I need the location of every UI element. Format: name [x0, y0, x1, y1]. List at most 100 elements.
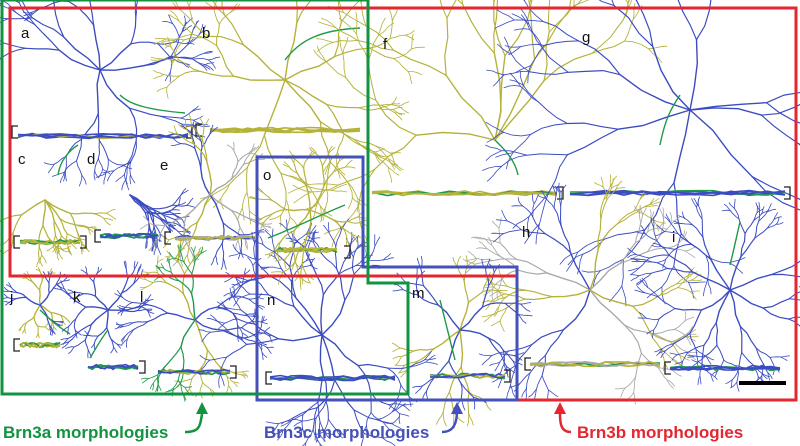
dendrite-branch: [673, 109, 691, 184]
dendrite-branch: [491, 289, 494, 301]
brn3c-arrowhead: [451, 402, 463, 414]
dendrite-branch: [642, 207, 647, 216]
dendrite-branch: [635, 254, 650, 259]
dendrite-branch: [130, 139, 137, 161]
dendrite-branch: [248, 217, 262, 225]
dendrite-branch: [102, 168, 111, 175]
dendrite-branch: [535, 375, 543, 390]
dendrite-branch: [366, 412, 372, 427]
dendrite-branch: [39, 254, 43, 264]
dendrite-branch: [153, 38, 167, 45]
dendrite-branch: [366, 425, 370, 435]
dendrite-branch: [761, 206, 765, 215]
dendrite-branch: [148, 240, 157, 252]
dendrite-branch: [160, 115, 182, 119]
dendrite-branch: [526, 153, 568, 156]
dendrite-branch: [376, 410, 395, 421]
dendrite-branch: [656, 224, 665, 232]
dendrite-branch: [349, 236, 354, 246]
side-view-stratification: [17, 133, 189, 140]
dendrite-branch: [767, 208, 777, 212]
dendrite-branch: [228, 290, 236, 301]
dendrite-branch: [448, 366, 462, 393]
dendrite-branch: [547, 0, 551, 33]
dendrite-branch: [0, 17, 9, 20]
dendrite-branch: [499, 353, 515, 357]
dendrite-branch: [158, 266, 165, 269]
dendrite-branch: [152, 69, 164, 75]
side-view-stratification: [529, 361, 661, 368]
dendrite-branch: [639, 204, 641, 214]
dendrite-branch: [130, 17, 137, 45]
cell-h: [462, 174, 703, 405]
dendrite-branch: [261, 352, 264, 361]
dendrite-branch: [8, 298, 17, 303]
dendrite-branch: [216, 23, 220, 47]
dendrite-branch: [243, 158, 257, 165]
dendrite-branch: [338, 17, 357, 34]
side-c: [19, 238, 81, 246]
dendrite-branch: [486, 299, 496, 302]
dendrite-branch: [616, 211, 638, 225]
dendrite-branch: [235, 239, 239, 251]
dendrite-branch: [355, 11, 358, 34]
dendrite-branch: [67, 326, 69, 335]
dendrite-branch: [8, 282, 12, 288]
dendrite-branch: [129, 159, 132, 176]
dendrite-branch: [398, 364, 406, 374]
dendrite-branch: [376, 419, 393, 425]
dendrite-branch: [543, 40, 580, 46]
dendrite-branch: [614, 387, 626, 390]
dendrite-branch: [164, 255, 172, 258]
dendrite-branch: [67, 291, 75, 295]
dendrite-branch: [186, 240, 191, 256]
side-view-stratification: [529, 360, 661, 368]
dendrite-branch: [74, 330, 82, 336]
dendrite-branch: [697, 375, 701, 385]
dendrite-branch: [653, 333, 675, 343]
dendrite-branch: [318, 21, 336, 28]
dendrite-branch: [300, 260, 303, 276]
dendrite-branch: [487, 165, 502, 182]
dendrite-branch: [758, 202, 761, 211]
dendrite-branch: [425, 361, 438, 365]
dendrite-branch: [222, 327, 243, 331]
dendrite-branch: [518, 6, 530, 25]
dendrite-branch: [512, 134, 531, 154]
dendrite-branch: [180, 124, 193, 128]
dendrite-branch: [186, 129, 194, 145]
dendrite-branch: [290, 280, 295, 307]
dendrite-branch: [161, 209, 173, 214]
dendrite-branch: [221, 222, 225, 244]
dendrite-branch: [253, 242, 256, 260]
dendrite-branch: [705, 254, 710, 280]
dendrite-branch: [459, 301, 470, 331]
panel-label-m: m: [412, 285, 425, 302]
dendrite-branch: [544, 329, 564, 357]
dendrite-branch: [338, 0, 344, 13]
dendrite-branch: [38, 289, 41, 306]
dendrite-branch: [493, 0, 495, 4]
dendrite-branch: [319, 433, 326, 442]
dendrite-branch: [48, 282, 50, 294]
dendrite-branch: [99, 69, 131, 109]
dendrite-branch: [503, 85, 521, 89]
dendrite-branch: [656, 348, 663, 356]
dendrite-branch: [243, 151, 252, 165]
dendrite-branch: [117, 289, 123, 298]
dendrite-branch: [340, 205, 360, 229]
side-view-stratification: [19, 341, 61, 349]
dendrite-branch: [59, 171, 65, 184]
dendrite-branch: [163, 267, 172, 273]
dendrite-branch: [502, 229, 522, 235]
dendrite-branch: [85, 306, 109, 311]
panel-label-k: k: [73, 289, 81, 306]
dendrite-branch: [159, 218, 170, 226]
dendrite-branch: [21, 328, 26, 334]
dendrite-branch: [677, 287, 691, 293]
dendrite-branch: [166, 257, 174, 262]
dendrite-branch: [125, 339, 128, 348]
dendrite-branch: [124, 260, 127, 269]
brn3a-arrow: [184, 413, 204, 434]
dendrite-branch: [651, 261, 668, 269]
